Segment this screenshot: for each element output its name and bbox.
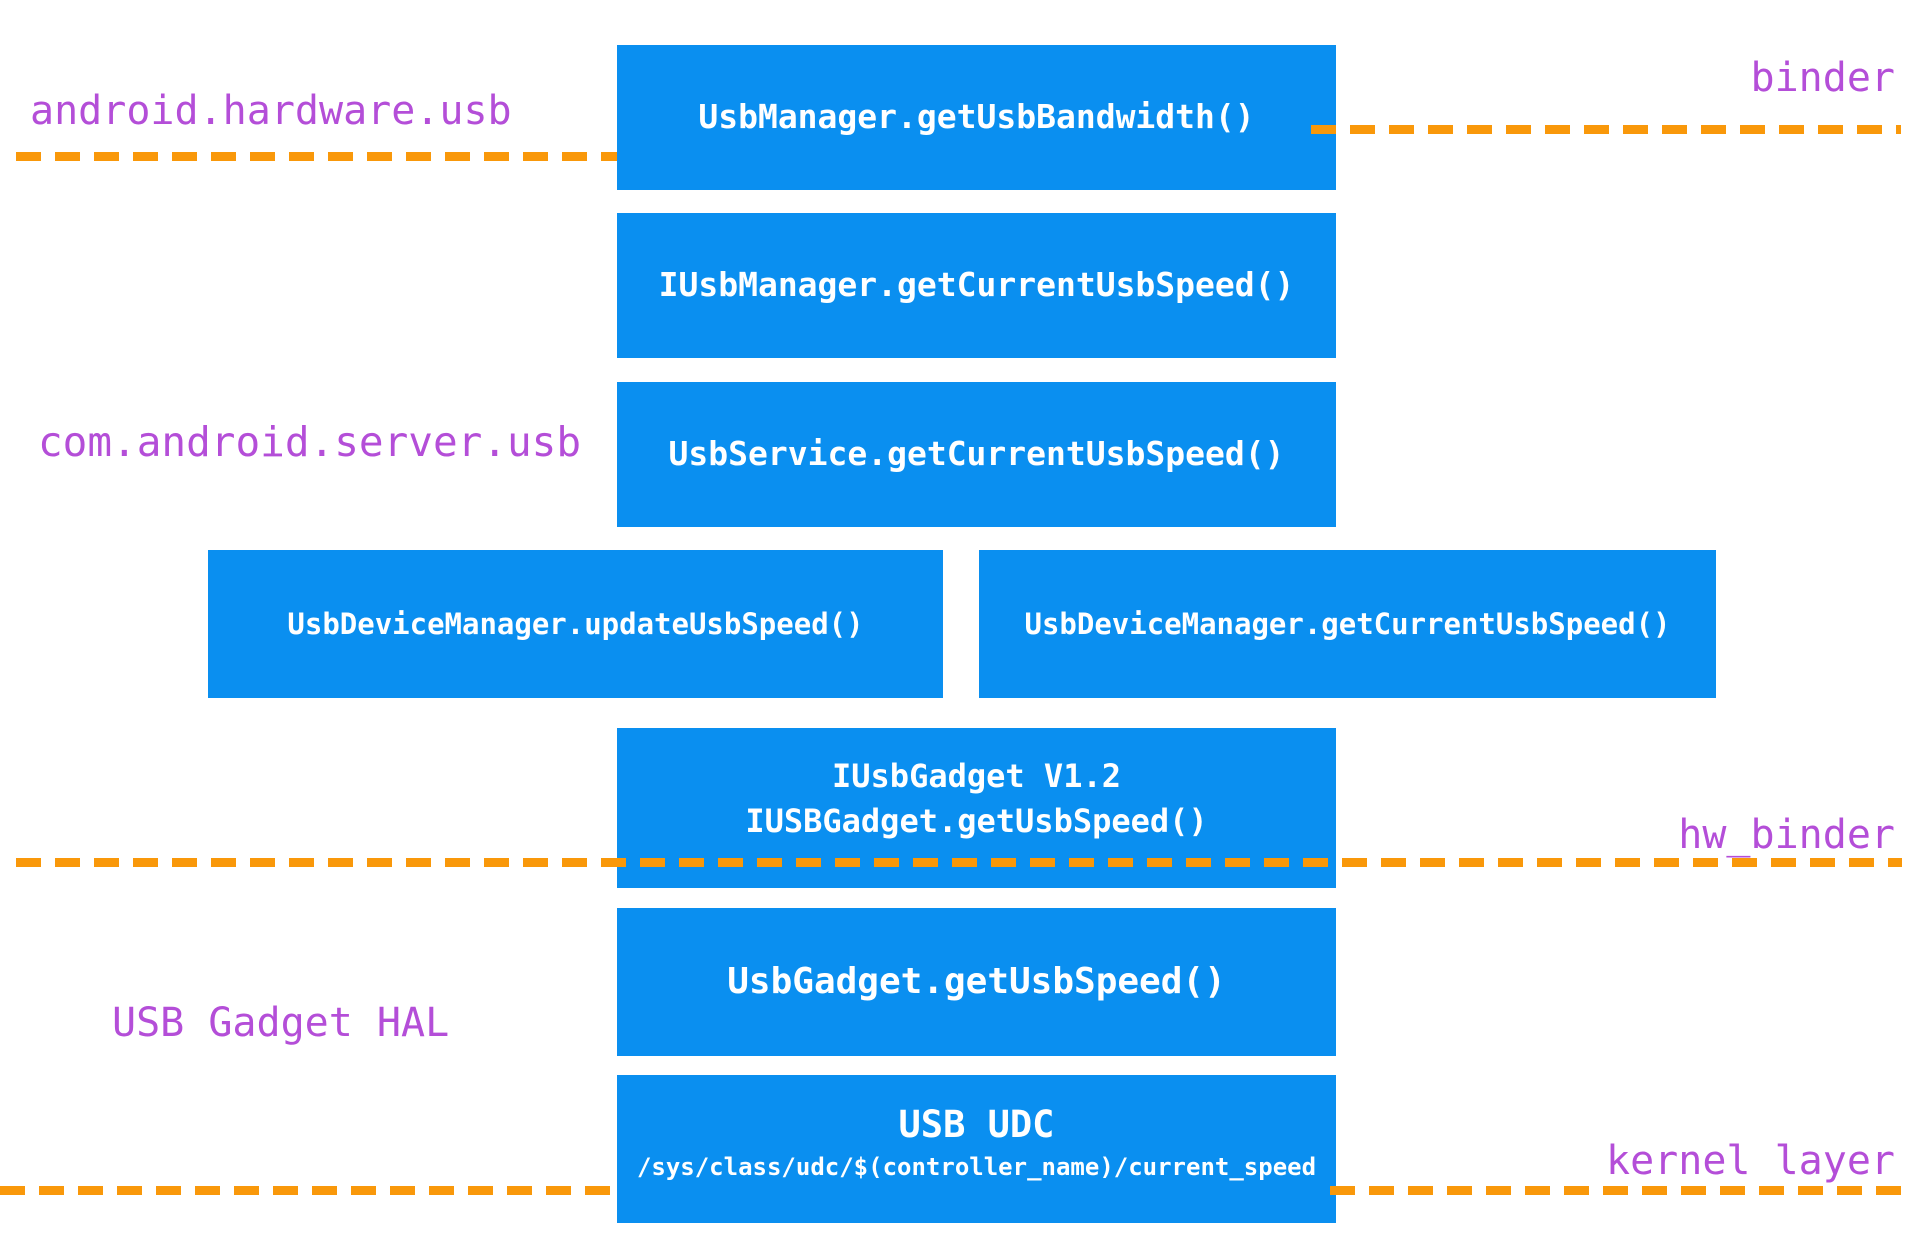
- kernel-boundary-line-right: [1330, 1186, 1913, 1195]
- label-hw-binder: hw_binder: [1678, 812, 1895, 858]
- label-usb-gadget-hal: USB Gadget HAL: [112, 1000, 450, 1046]
- label-kernel-layer: kernel layer: [1606, 1138, 1895, 1184]
- box-label-line2: IUSBGadget.getUsbSpeed(): [745, 802, 1208, 840]
- box-sysfs-path: /sys/class/udc/$(controller_name)/curren…: [636, 1153, 1317, 1182]
- box-label: UsbDeviceManager.updateUsbSpeed(): [287, 606, 864, 641]
- box-label: IUsbManager.getCurrentUsbSpeed(): [658, 265, 1295, 305]
- box-usbgadget-getusbspeed: UsbGadget.getUsbSpeed(): [617, 908, 1336, 1056]
- label-com-android-server-usb: com.android.server.usb: [38, 418, 582, 466]
- box-label: UsbGadget.getUsbSpeed(): [727, 960, 1226, 1002]
- box-usb-udc: USB UDC /sys/class/udc/$(controller_name…: [617, 1075, 1336, 1223]
- hw-binder-boundary-line: [16, 858, 1902, 867]
- box-label: UsbDeviceManager.getCurrentUsbSpeed(): [1024, 606, 1671, 641]
- binder-boundary-line-left: [16, 152, 617, 161]
- box-iusbmanager-getcurrentusbspeed: IUsbManager.getCurrentUsbSpeed(): [617, 213, 1336, 358]
- box-label: UsbService.getCurrentUsbSpeed(): [668, 434, 1285, 474]
- box-label: USB UDC: [898, 1103, 1055, 1147]
- box-usbdevicemanager-updateusbspeed: UsbDeviceManager.updateUsbSpeed(): [208, 550, 943, 698]
- box-usbservice-getcurrentusbspeed: UsbService.getCurrentUsbSpeed(): [617, 382, 1336, 527]
- kernel-boundary-line-left: [0, 1186, 620, 1195]
- label-android-hardware-usb: android.hardware.usb: [30, 88, 512, 134]
- box-usbmanager-getusbbandwidth: UsbManager.getUsbBandwidth(): [617, 45, 1336, 190]
- box-label: IUsbGadget V1.2: [832, 757, 1121, 796]
- binder-boundary-line-right: [1311, 125, 1901, 134]
- box-usbdevicemanager-getcurrentusbspeed: UsbDeviceManager.getCurrentUsbSpeed(): [979, 550, 1716, 698]
- box-label: UsbManager.getUsbBandwidth(): [698, 97, 1255, 137]
- label-binder: binder: [1750, 55, 1896, 101]
